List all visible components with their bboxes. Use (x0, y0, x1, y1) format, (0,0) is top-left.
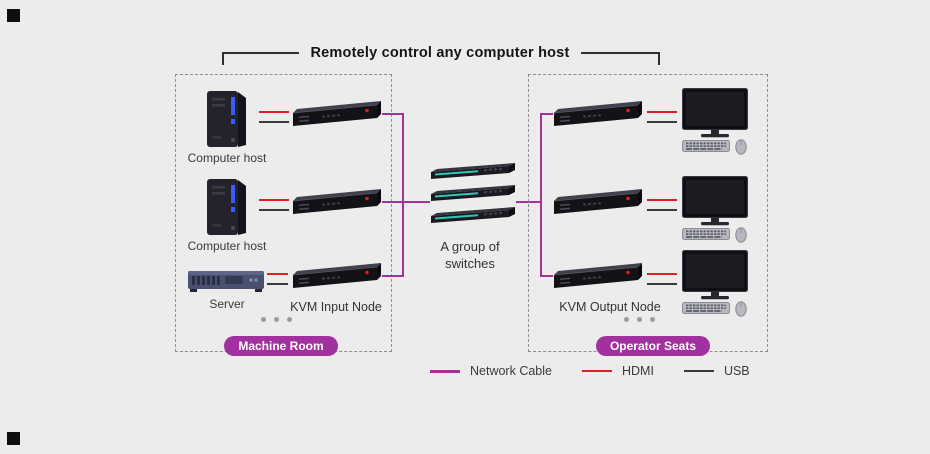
tower-pc-icon (198, 88, 256, 150)
corner-mark-top (7, 9, 20, 22)
usb-line-sample (683, 370, 714, 372)
network-cable-bus (402, 113, 404, 277)
monitor-icon (682, 176, 748, 226)
server-label: Server (209, 297, 245, 311)
operator-seats-badge: Operator Seats (596, 336, 710, 356)
mouse-icon (735, 139, 747, 155)
usb-cable-line (647, 121, 677, 123)
computer-host-label: Computer host (187, 239, 267, 253)
network-cable-line (382, 113, 404, 115)
page-title: Remotely control any computer host (222, 44, 658, 62)
switch-icon (428, 184, 516, 206)
usb-cable-line (647, 283, 677, 285)
page-title-text: Remotely control any computer host (298, 45, 582, 61)
keyboard-icon (682, 228, 730, 240)
legend-label-hdmi: HDMI (621, 364, 654, 378)
hdmi-cable-line (267, 273, 288, 275)
network-cable-line (541, 113, 553, 115)
legend-item-usb: USB (683, 364, 750, 378)
tower-pc-icon (198, 176, 256, 238)
hdmi-cable-line (259, 111, 289, 113)
kvm-input-node-icon (290, 260, 382, 296)
corner-mark-bottom (7, 432, 20, 445)
network-cable-line-sample (430, 369, 460, 373)
kvm-output-node-icon (551, 98, 643, 134)
legend-label-network: Network Cable (470, 364, 552, 378)
mouse-icon (735, 227, 747, 243)
hdmi-line-sample (581, 370, 612, 372)
kvm-input-node-icon (290, 98, 382, 134)
legend-item-network: Network Cable (430, 364, 552, 378)
usb-cable-line (267, 283, 288, 285)
network-cable-line (382, 275, 404, 277)
server-icon (187, 266, 265, 294)
kvm-input-node-label: KVM Input Node (290, 300, 382, 314)
network-cable-line (541, 275, 553, 277)
legend-item-hdmi: HDMI (581, 364, 654, 378)
usb-cable-line (259, 121, 289, 123)
monitor-icon (682, 88, 748, 138)
usb-cable-line (647, 209, 677, 211)
hdmi-cable-line (259, 199, 289, 201)
ellipsis-dots (261, 317, 292, 322)
hdmi-cable-line (647, 111, 677, 113)
hdmi-cable-line (647, 199, 677, 201)
kvm-input-node-icon (290, 186, 382, 222)
legend: Network Cable HDMI USB (430, 364, 750, 378)
network-cable-line (382, 201, 430, 203)
usb-cable-line (259, 209, 289, 211)
switch-icon (428, 206, 516, 228)
legend-label-usb: USB (723, 364, 750, 378)
keyboard-icon (682, 140, 730, 152)
ellipsis-dots (624, 317, 655, 322)
computer-host-label: Computer host (187, 151, 267, 165)
keyboard-icon (682, 302, 730, 314)
switch-group-label-line1: A group of (440, 239, 500, 254)
switch-icon (428, 162, 516, 184)
kvm-output-node-icon (551, 186, 643, 222)
mouse-icon (735, 301, 747, 317)
kvm-output-node-icon (551, 260, 643, 296)
machine-room-badge: Machine Room (224, 336, 338, 356)
switch-group-label: A group of switches (408, 238, 532, 272)
monitor-icon (682, 250, 748, 300)
hdmi-cable-line (647, 273, 677, 275)
network-cable-bus (540, 113, 542, 277)
kvm-output-node-label: KVM Output Node (559, 300, 661, 314)
switch-group-label-line2: switches (445, 256, 495, 271)
